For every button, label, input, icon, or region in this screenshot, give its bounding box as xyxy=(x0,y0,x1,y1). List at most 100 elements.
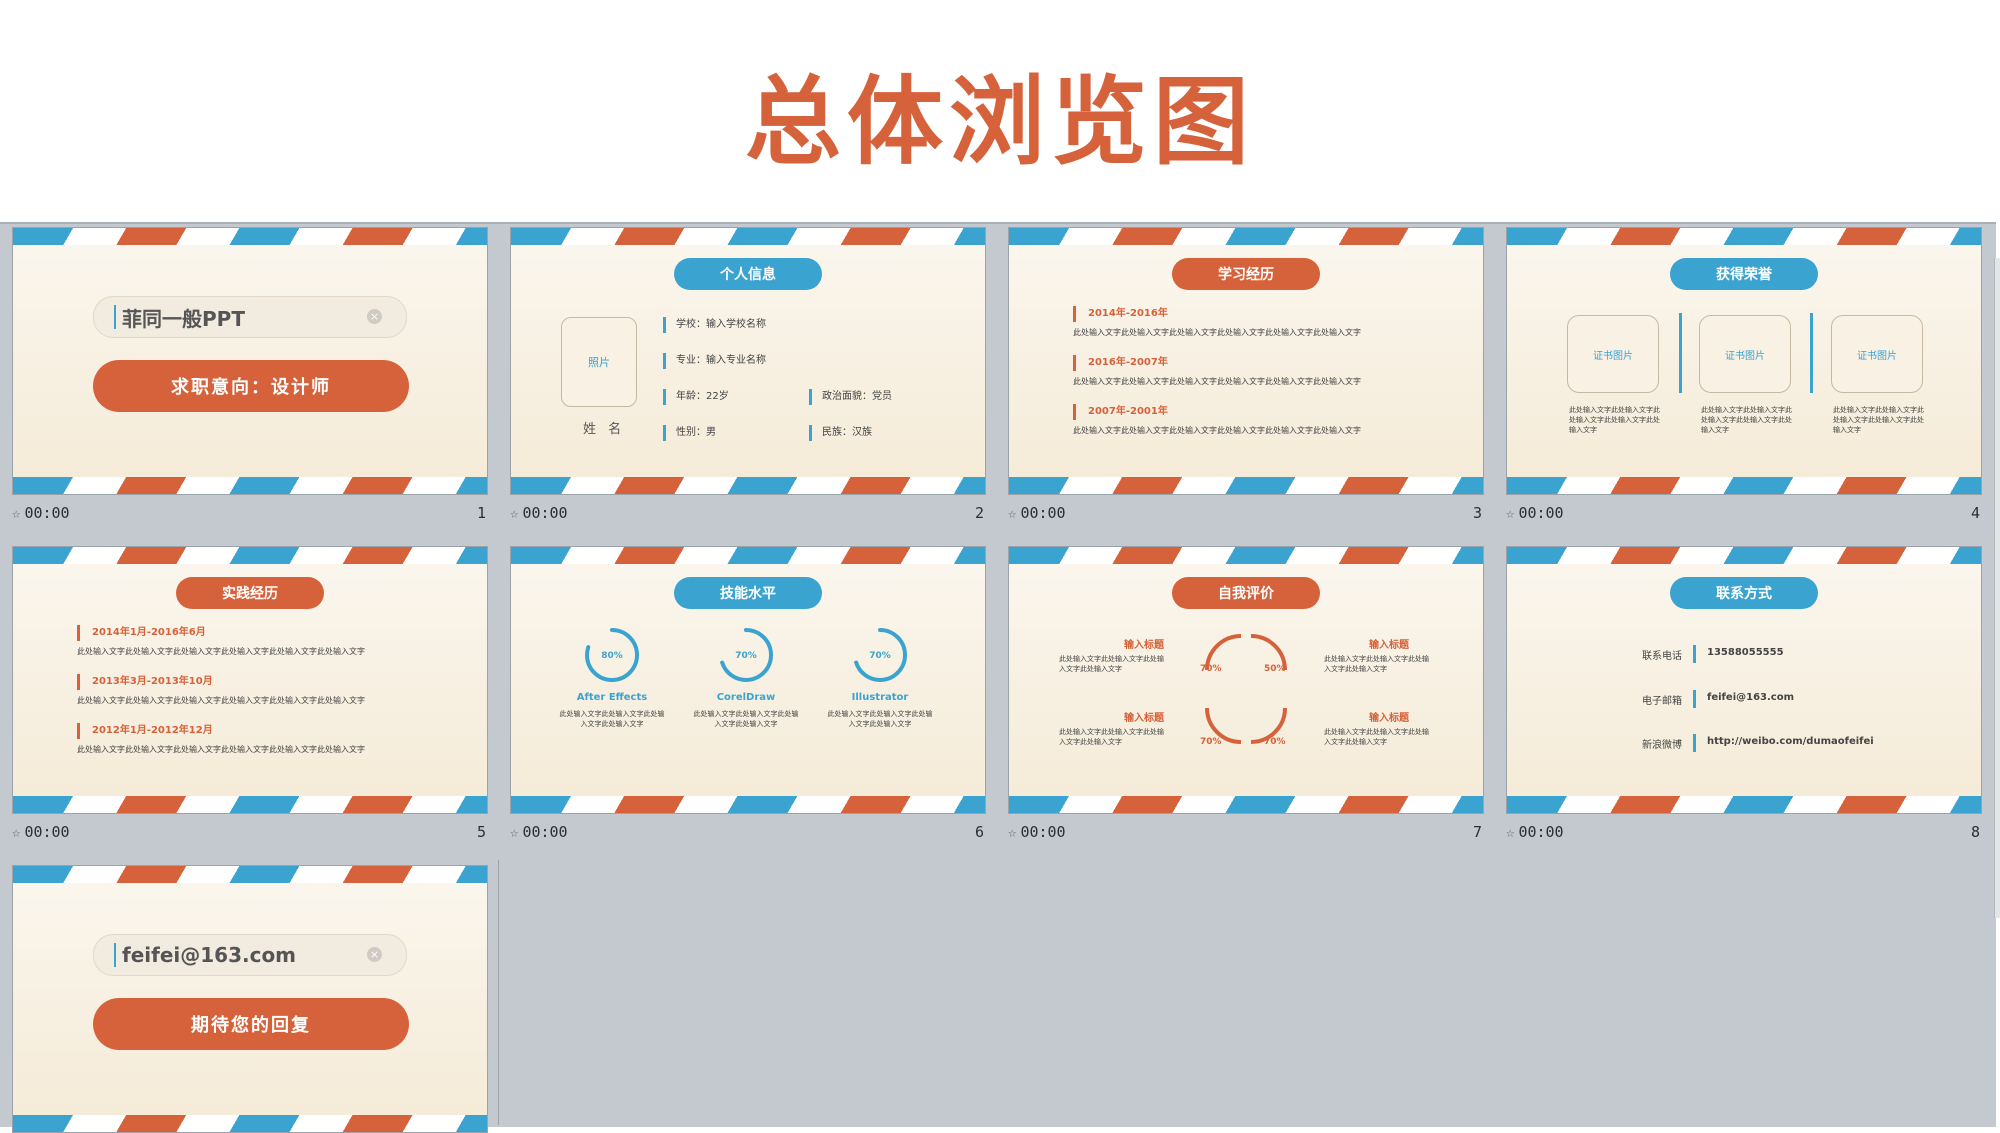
slide-thumbnail-6[interactable]: 技能水平 80% After Effects 此处输入文字此处输入文字此处输入文… xyxy=(510,546,986,848)
section-heading: 获得荣誉 xyxy=(1670,258,1818,290)
contact-label: 新浪微博 xyxy=(1642,740,1682,751)
timeline-text: 此处输入文字此处输入文字此处输入文字此处输入文字此处输入文字此处输入文字 xyxy=(1073,426,1361,435)
eval-desc: 此处输入文字此处输入文字此处输入文字此处输入文字 xyxy=(1059,655,1164,673)
slide-thumbnail-7[interactable]: 自我评价 70% 50% 70% 70% 输入标题 此处输入文字此处输入文字此处… xyxy=(1008,546,1484,848)
info-field: 学校：输入学校名称 xyxy=(663,317,766,333)
quadrant-percent: 50% xyxy=(1264,664,1286,674)
search-box: feifei@163.com × xyxy=(93,934,407,976)
eval-title: 输入标题 xyxy=(1369,640,1409,651)
progress-ring xyxy=(719,628,773,682)
text-caret xyxy=(114,943,116,967)
skill-percent: 70% xyxy=(869,651,891,661)
star-icon: ☆ xyxy=(510,825,519,841)
arc-top-right xyxy=(1250,634,1287,671)
slide-thumbnail-2[interactable]: 个人信息 照片 姓 名 学校：输入学校名称 专业：输入专业名称 年龄：22岁 性… xyxy=(510,227,986,529)
timeline-date: 2012年1月-2012年12月 xyxy=(77,723,213,739)
eval-desc: 此处输入文字此处输入文字此处输入文字此处输入文字 xyxy=(1324,655,1429,673)
timeline-text: 此处输入文字此处输入文字此处输入文字此处输入文字此处输入文字此处输入文字 xyxy=(77,696,365,705)
contact-label: 电子邮箱 xyxy=(1642,696,1682,707)
skill-name: Illustrator xyxy=(851,692,909,703)
vertical-scrollbar[interactable] xyxy=(1994,258,2000,918)
timeline-text: 此处输入文字此处输入文字此处输入文字此处输入文字此处输入文字此处输入文字 xyxy=(77,745,365,754)
skill-desc: 此处输入文字此处输入文字此处输入文字此处输入文字 xyxy=(559,710,665,728)
certificate-placeholder: 证书图片 xyxy=(1567,315,1659,393)
contact-label: 联系电话 xyxy=(1642,651,1682,662)
airmail-stripe xyxy=(13,1115,487,1132)
contact-value: http://weibo.com/dumaofeifei xyxy=(1707,736,1874,747)
section-heading: 自我评价 xyxy=(1172,577,1320,609)
section-heading: 技能水平 xyxy=(674,577,822,609)
slide-timing: ☆00:00 xyxy=(1008,504,1066,522)
airmail-stripe xyxy=(1009,547,1483,564)
timeline-date: 2014年-2016年 xyxy=(1073,306,1168,322)
eval-desc: 此处输入文字此处输入文字此处输入文字此处输入文字 xyxy=(1324,728,1429,746)
info-field: 民族：汉族 xyxy=(809,425,872,441)
slide-thumbnail-1[interactable]: 菲同一般PPT × 求职意向：设计师 ☆00:00 1 xyxy=(12,227,488,529)
page-title: 总体浏览图 xyxy=(745,66,1255,178)
star-icon: ☆ xyxy=(12,506,21,522)
quadrant-percent: 70% xyxy=(1200,664,1222,674)
eval-title: 输入标题 xyxy=(1124,713,1164,724)
section-heading: 实践经历 xyxy=(176,577,324,609)
slide-number: 8 xyxy=(1970,823,1980,841)
airmail-stripe xyxy=(1507,228,1981,245)
slide-thumbnail-9[interactable]: feifei@163.com × 期待您的回复 xyxy=(12,865,488,1133)
search-text: feifei@163.com xyxy=(122,943,297,967)
star-icon: ☆ xyxy=(12,825,21,841)
slide-number: 7 xyxy=(1472,823,1482,841)
arc-bottom-left xyxy=(1205,707,1242,744)
slide-timing: ☆00:00 xyxy=(510,823,568,841)
slide-thumbnail-4[interactable]: 获得荣誉 证书图片 证书图片 证书图片 此处输入文字此处输入文字此处输入文字此处… xyxy=(1506,227,1982,529)
slide-number: 1 xyxy=(476,504,486,522)
slide-number: 5 xyxy=(476,823,486,841)
progress-arc xyxy=(719,628,773,682)
star-icon: ☆ xyxy=(1506,825,1515,841)
timeline-text: 此处输入文字此处输入文字此处输入文字此处输入文字此处输入文字此处输入文字 xyxy=(1073,328,1361,337)
quadrant-arcs xyxy=(1205,634,1287,744)
divider xyxy=(1810,313,1813,393)
airmail-stripe xyxy=(1507,477,1981,494)
airmail-stripe xyxy=(13,796,487,813)
skill-desc: 此处输入文字此处输入文字此处输入文字此处输入文字 xyxy=(827,710,933,728)
skill-name: CorelDraw xyxy=(716,692,776,703)
slide-timing: ☆00:00 xyxy=(1506,504,1564,522)
quadrant-percent: 70% xyxy=(1264,737,1286,747)
slide-thumbnail-8[interactable]: 联系方式 联系电话 13588055555 电子邮箱 feifei@163.co… xyxy=(1506,546,1982,848)
slide-number: 4 xyxy=(1970,504,1980,522)
name-label: 姓 名 xyxy=(583,422,626,437)
airmail-stripe xyxy=(1009,796,1483,813)
close-circle-icon: × xyxy=(367,947,382,962)
eval-title: 输入标题 xyxy=(1369,713,1409,724)
progress-ring xyxy=(585,628,639,682)
contact-value: feifei@163.com xyxy=(1707,692,1795,703)
contact-marker xyxy=(1693,734,1696,752)
contact-marker xyxy=(1693,645,1696,663)
progress-arc xyxy=(585,628,639,682)
skill-desc: 此处输入文字此处输入文字此处输入文字此处输入文字 xyxy=(693,710,799,728)
close-circle-icon: × xyxy=(367,309,382,324)
search-box: 菲同一般PPT × xyxy=(93,296,407,338)
slide-thumbnail-3[interactable]: 学习经历 2014年-2016年 此处输入文字此处输入文字此处输入文字此处输入文… xyxy=(1008,227,1484,529)
slide-thumbnail-5[interactable]: 实践经历 2014年1月-2016年6月 此处输入文字此处输入文字此处输入文字此… xyxy=(12,546,488,848)
slide-timing: ☆00:00 xyxy=(1008,823,1066,841)
empty-column-divider xyxy=(498,860,499,1125)
airmail-stripe xyxy=(1507,796,1981,813)
progress-arc xyxy=(853,628,907,682)
star-icon: ☆ xyxy=(1008,825,1017,841)
slide-timing: ☆00:00 xyxy=(1506,823,1564,841)
slide-timing: ☆00:00 xyxy=(12,823,70,841)
arc-top-left xyxy=(1205,634,1242,671)
skill-percent: 70% xyxy=(735,651,757,661)
reply-button: 期待您的回复 xyxy=(93,998,409,1050)
timeline-date: 2007年-2001年 xyxy=(1073,404,1168,420)
certificate-placeholder: 证书图片 xyxy=(1831,315,1923,393)
timeline-date: 2016年-2007年 xyxy=(1073,355,1168,371)
progress-ring xyxy=(853,628,907,682)
star-icon: ☆ xyxy=(510,506,519,522)
slide-number: 2 xyxy=(974,504,984,522)
airmail-stripe xyxy=(13,547,487,564)
airmail-stripe xyxy=(1009,477,1483,494)
section-heading: 学习经历 xyxy=(1172,258,1320,290)
timeline-date: 2014年1月-2016年6月 xyxy=(77,625,206,641)
star-icon: ☆ xyxy=(1008,506,1017,522)
